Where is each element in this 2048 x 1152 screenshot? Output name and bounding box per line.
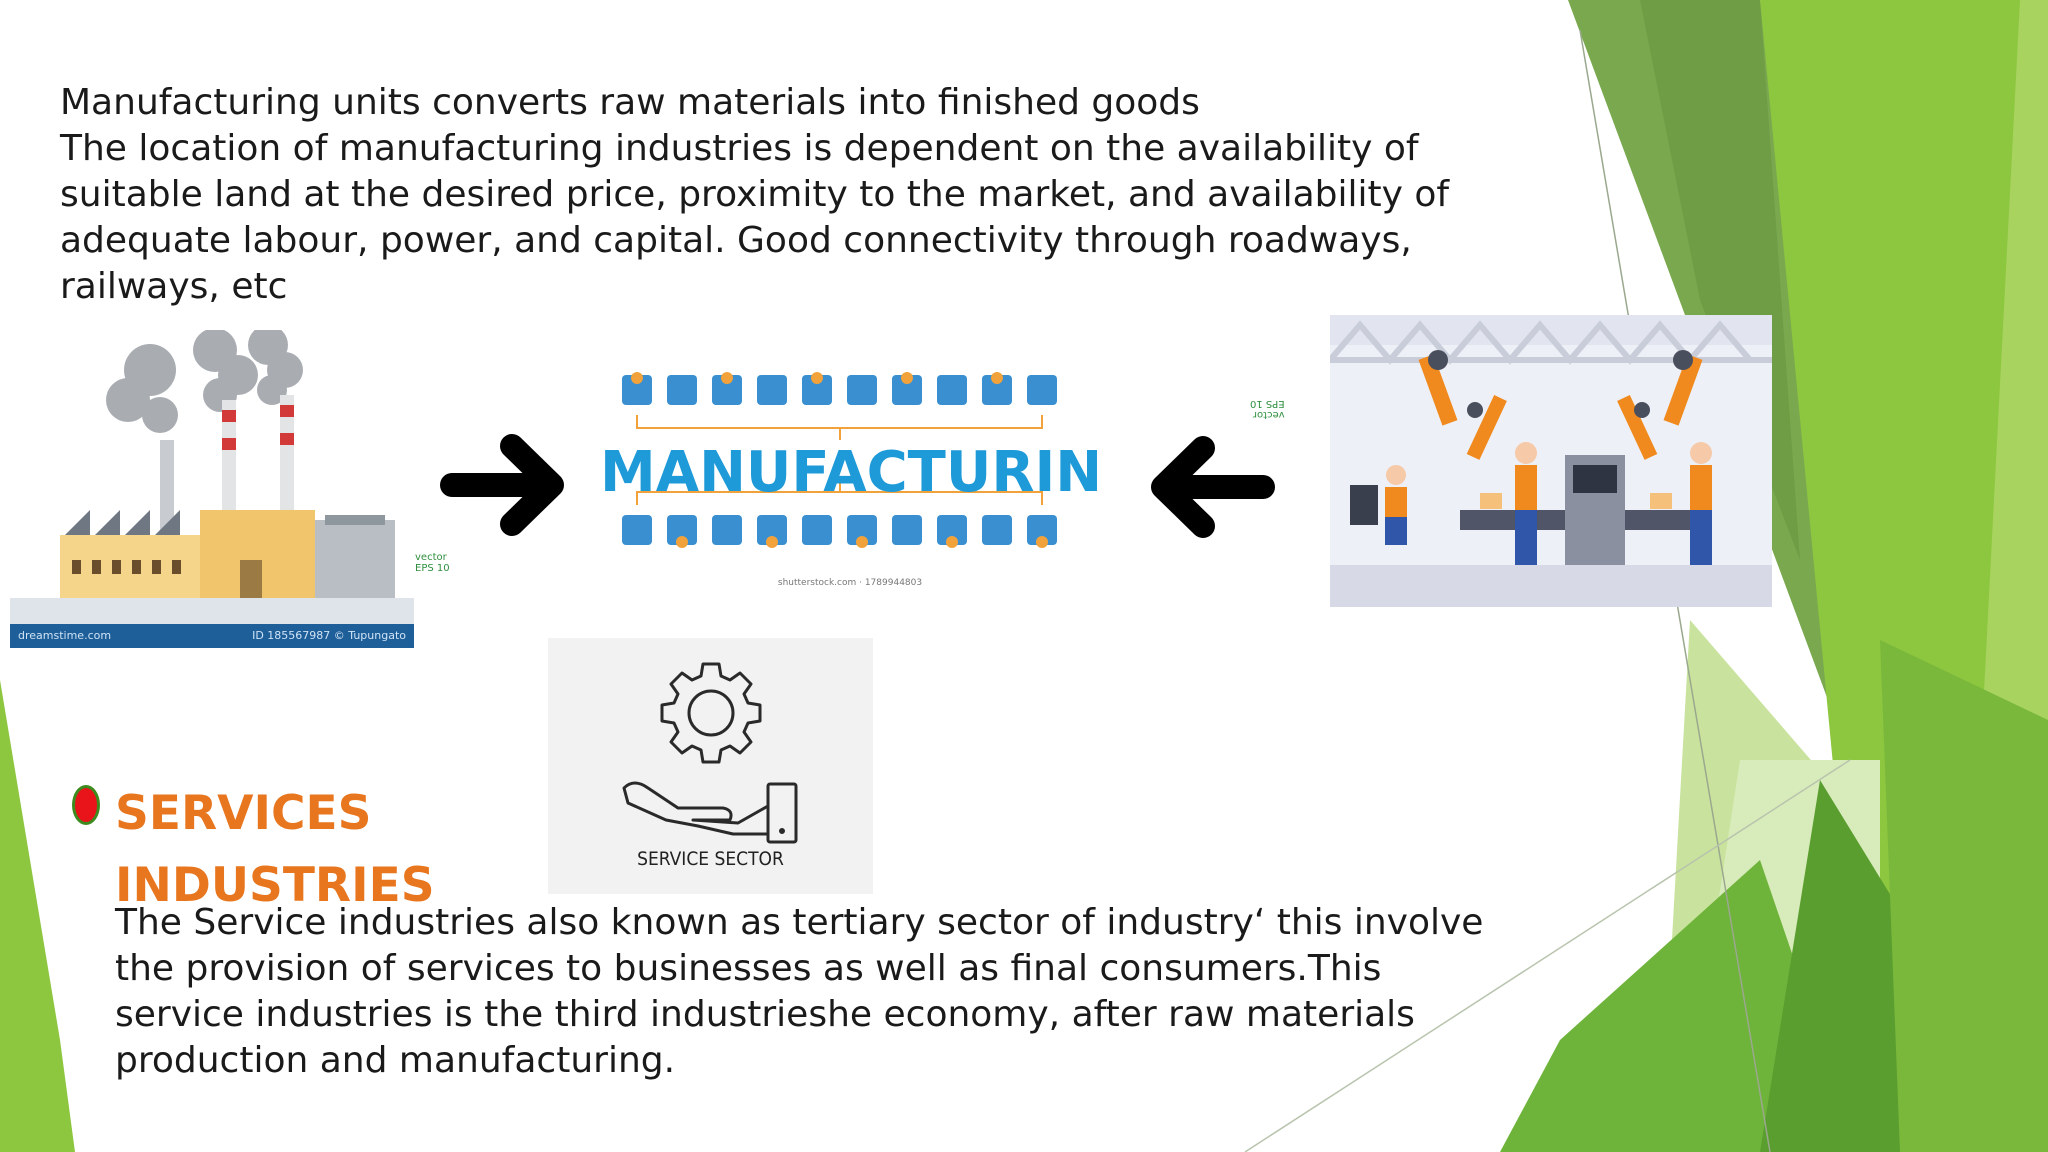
factory-image-id: ID 185567987 © Tupungato <box>252 629 406 642</box>
arrow-left-icon <box>1151 436 1275 538</box>
gear-hand-icon <box>622 662 798 844</box>
vector-badge-line2: EPS 10 <box>415 563 450 574</box>
manufacturing-word: MANUFACTURING <box>600 440 1100 505</box>
manufacturing-image: MANUFACTURING shutterstock.com · 1789944… <box>600 360 1100 600</box>
arrow-right-icon <box>440 434 564 536</box>
services-heading-line1: SERVICES <box>115 786 372 841</box>
manufacturing-credit: shutterstock.com · 1789944803 <box>777 578 923 588</box>
factory-image-footer: dreamstime.com ID 185567987 © Tupungato <box>10 624 414 648</box>
deco-shape <box>1500 860 1860 1152</box>
deco-shape <box>1880 640 2048 1152</box>
intro-text: Manufacturing units converts raw materia… <box>60 80 1450 310</box>
service-sector-image: SERVICE SECTOR <box>548 638 873 894</box>
vector-badge-line1: vector <box>415 552 447 563</box>
services-heading: SERVICES INDUSTRIES <box>115 778 435 922</box>
factory-image: dreamstime.com ID 185567987 © Tupungato <box>10 330 414 648</box>
vector-badge-left: vector EPS 10 <box>415 552 450 574</box>
vector-badge-line1: vector <box>1252 409 1285 420</box>
vector-badge-line2: EPS 10 <box>1250 398 1285 409</box>
robotic-factory-image <box>1330 315 1772 607</box>
factory-illustration <box>10 330 414 630</box>
vector-badge-right: vector EPS 10 <box>1250 398 1285 420</box>
services-body-text: The Service industries also known as ter… <box>115 902 1484 1081</box>
robotic-factory-illustration <box>1330 315 1772 607</box>
intro-line-2: The location of manufacturing industries… <box>60 128 1450 307</box>
bullet-icon <box>72 785 100 825</box>
service-sector-label: SERVICE SECTOR <box>637 848 784 870</box>
manufacturing-icons <box>622 372 1057 548</box>
deco-shape-left <box>0 680 75 1152</box>
services-heading-line2: INDUSTRIES <box>115 858 435 913</box>
deco-line <box>1244 759 1851 1152</box>
factory-image-source: dreamstime.com <box>18 629 112 642</box>
intro-line-1: Manufacturing units converts raw materia… <box>60 82 1200 123</box>
